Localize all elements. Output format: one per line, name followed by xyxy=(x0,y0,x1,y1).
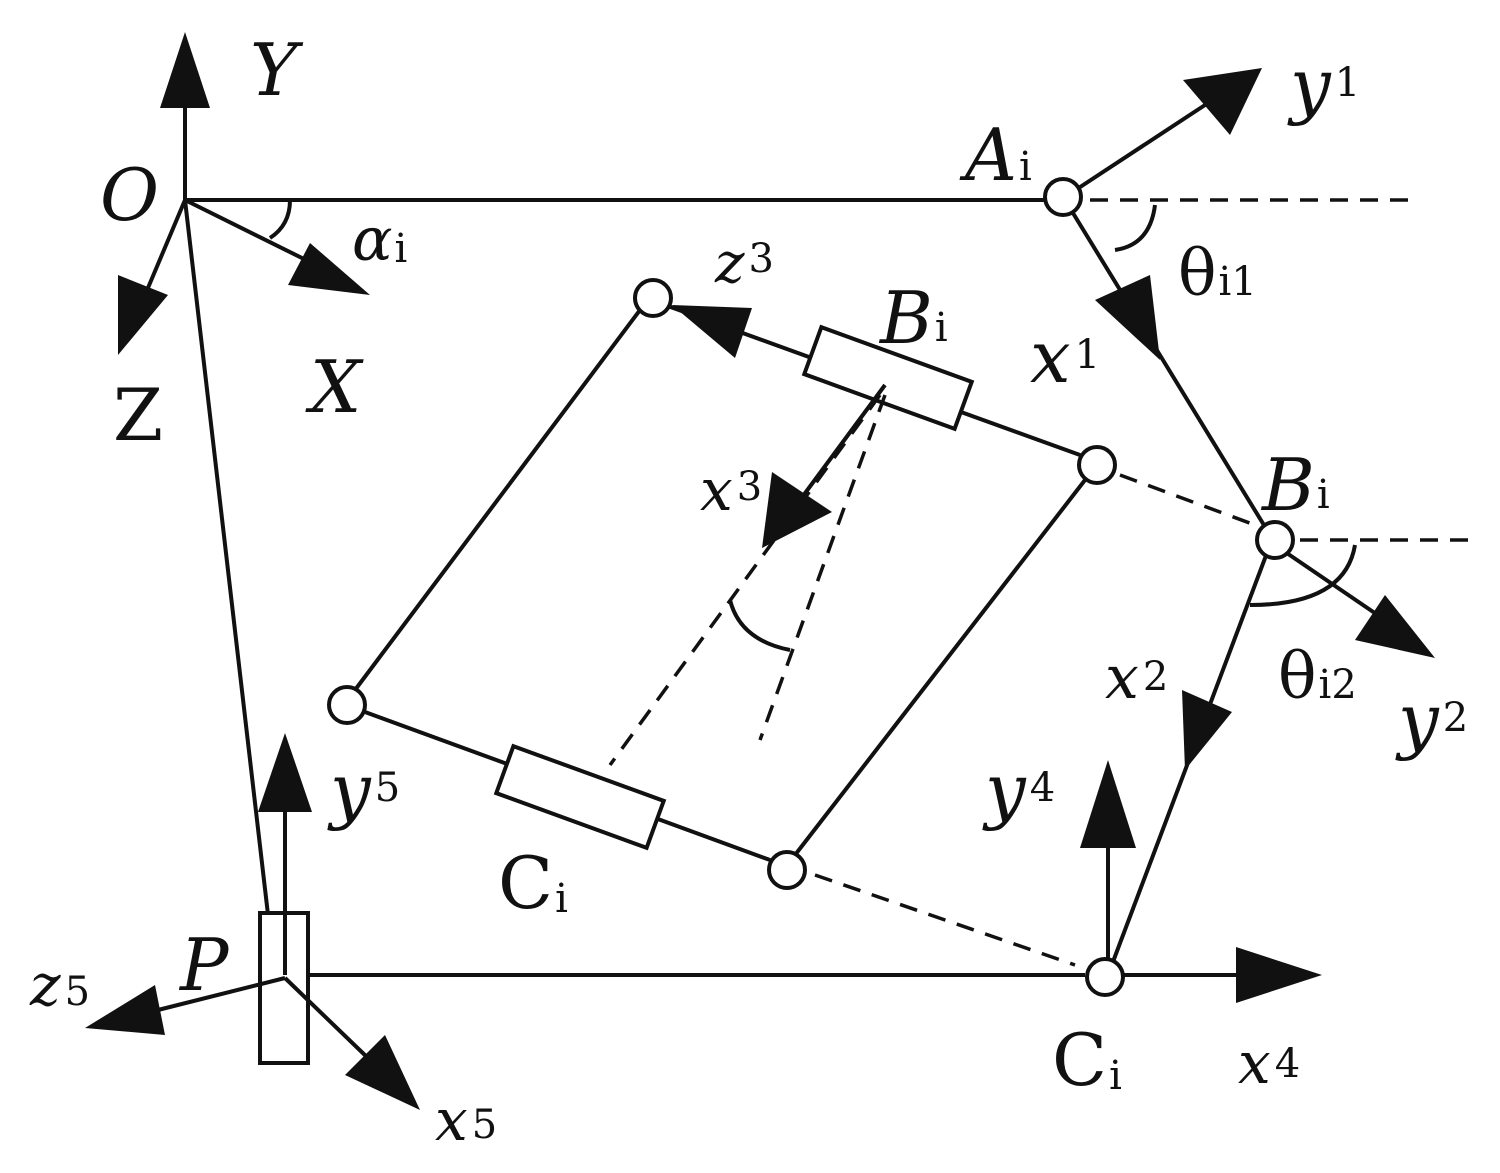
label-theta2: θi2 xyxy=(1278,640,1357,714)
z5-axis-shaft xyxy=(149,976,286,1014)
label-C-mid: Ci xyxy=(498,841,568,925)
label-B-right: Bi xyxy=(1260,443,1330,527)
y2-axis-shaft xyxy=(1273,543,1387,622)
y4-axis-arrowhead xyxy=(1080,760,1136,848)
joint-parallelogram-bottom-right xyxy=(767,850,807,890)
label-Y: Y xyxy=(250,28,304,112)
Z-axis-arrowhead xyxy=(118,275,168,355)
slider-P xyxy=(258,911,310,1065)
joint-C xyxy=(1085,957,1125,997)
x2-axis-arrowhead xyxy=(1182,690,1232,770)
angle-arc-slider xyxy=(728,599,791,652)
link-O-P xyxy=(183,199,277,976)
x5-axis-arrowhead xyxy=(345,1035,420,1110)
slider-B xyxy=(801,324,975,432)
dashed-bottom-extension xyxy=(814,873,1076,967)
X-axis-shaft xyxy=(184,198,311,264)
angle-arc-alpha xyxy=(268,199,292,240)
label-O: O xyxy=(100,153,159,237)
joint-parallelogram-top-right xyxy=(1077,445,1117,485)
joint-parallelogram-top-left xyxy=(633,278,673,318)
angle-arc-theta1 xyxy=(1114,204,1157,252)
x3-axis-arrowhead xyxy=(762,472,832,548)
z3-axis-arrowhead xyxy=(672,305,752,358)
label-alpha: αi xyxy=(352,205,407,275)
link-A-B xyxy=(1063,198,1272,537)
parallelogram-left xyxy=(353,308,642,692)
z5-axis-arrowhead xyxy=(85,985,165,1035)
label-A: Ai xyxy=(959,113,1032,197)
label-X: X xyxy=(305,345,364,429)
Z-axis-shaft xyxy=(143,199,187,296)
x3-axis-shaft xyxy=(798,383,887,502)
y1-axis-arrowhead xyxy=(1183,68,1262,135)
Y-axis-arrowhead xyxy=(160,32,210,108)
label-theta1: θi1 xyxy=(1178,237,1257,311)
x1-axis-arrowhead xyxy=(1095,275,1160,360)
y1-axis-shaft xyxy=(1066,103,1207,197)
dashed-slider-axis-2 xyxy=(758,394,887,741)
X-axis-arrowhead xyxy=(288,243,370,295)
label-P: P xyxy=(178,923,230,1007)
angle-arc-theta2 xyxy=(1249,544,1357,607)
joint-B xyxy=(1255,520,1295,560)
dashed-top-extension xyxy=(1119,473,1256,527)
x4-axis-arrowhead xyxy=(1236,947,1322,1003)
joint-parallelogram-bottom-left xyxy=(327,685,367,725)
slider-C xyxy=(493,743,667,851)
parallelogram-right xyxy=(793,478,1087,857)
joint-A xyxy=(1043,177,1083,217)
label-Z: Z xyxy=(113,373,163,457)
label-C-bottom: Ci xyxy=(1052,1018,1122,1102)
dashed-slider-axis-1 xyxy=(608,393,882,767)
x5-axis-shaft xyxy=(283,976,372,1062)
y2-axis-arrowhead xyxy=(1355,595,1435,658)
y5-axis-arrowhead xyxy=(258,733,312,812)
label-B-top: Bi xyxy=(878,276,948,360)
